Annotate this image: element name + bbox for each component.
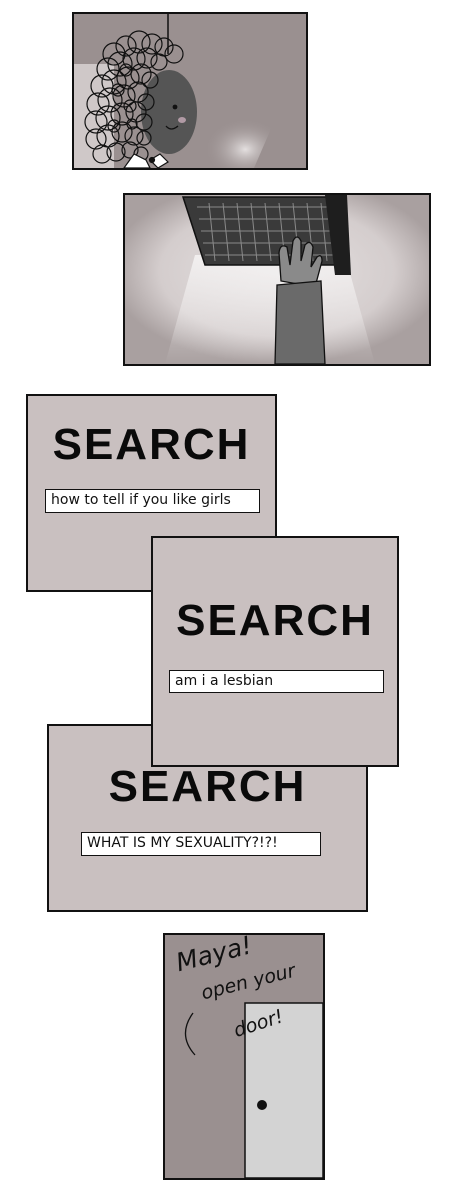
search-panel-2: SEARCH am i a lesbian bbox=[151, 536, 399, 767]
girl-illustration bbox=[74, 14, 274, 168]
girl-face bbox=[141, 70, 197, 154]
curly-hair-icon bbox=[84, 30, 184, 164]
door bbox=[244, 1002, 323, 1178]
sleeve bbox=[274, 280, 326, 364]
smile bbox=[165, 125, 179, 130]
blush bbox=[178, 117, 186, 123]
search-title: SEARCH bbox=[52, 420, 251, 469]
laptop-keyboard-icon bbox=[181, 195, 351, 275]
search-title: SEARCH bbox=[176, 596, 374, 645]
doorknob-icon bbox=[257, 1100, 267, 1110]
comic-panel-girl bbox=[72, 12, 308, 170]
screen-light bbox=[192, 106, 274, 168]
search-input[interactable]: how to tell if you like girls bbox=[45, 489, 260, 513]
search-input[interactable]: am i a lesbian bbox=[169, 670, 384, 693]
hand-icon bbox=[274, 236, 326, 364]
search-title: SEARCH bbox=[108, 762, 307, 811]
door-illustration bbox=[165, 935, 323, 1178]
eye bbox=[172, 104, 178, 110]
speech-bracket bbox=[184, 1012, 196, 1056]
collar bbox=[123, 153, 169, 168]
typing-illustration bbox=[125, 195, 429, 364]
comic-panel-typing bbox=[123, 193, 431, 366]
search-input[interactable]: WHAT IS MY SEXUALITY?!?! bbox=[81, 832, 321, 856]
comic-panel-door: Maya! open your door! bbox=[163, 933, 325, 1180]
